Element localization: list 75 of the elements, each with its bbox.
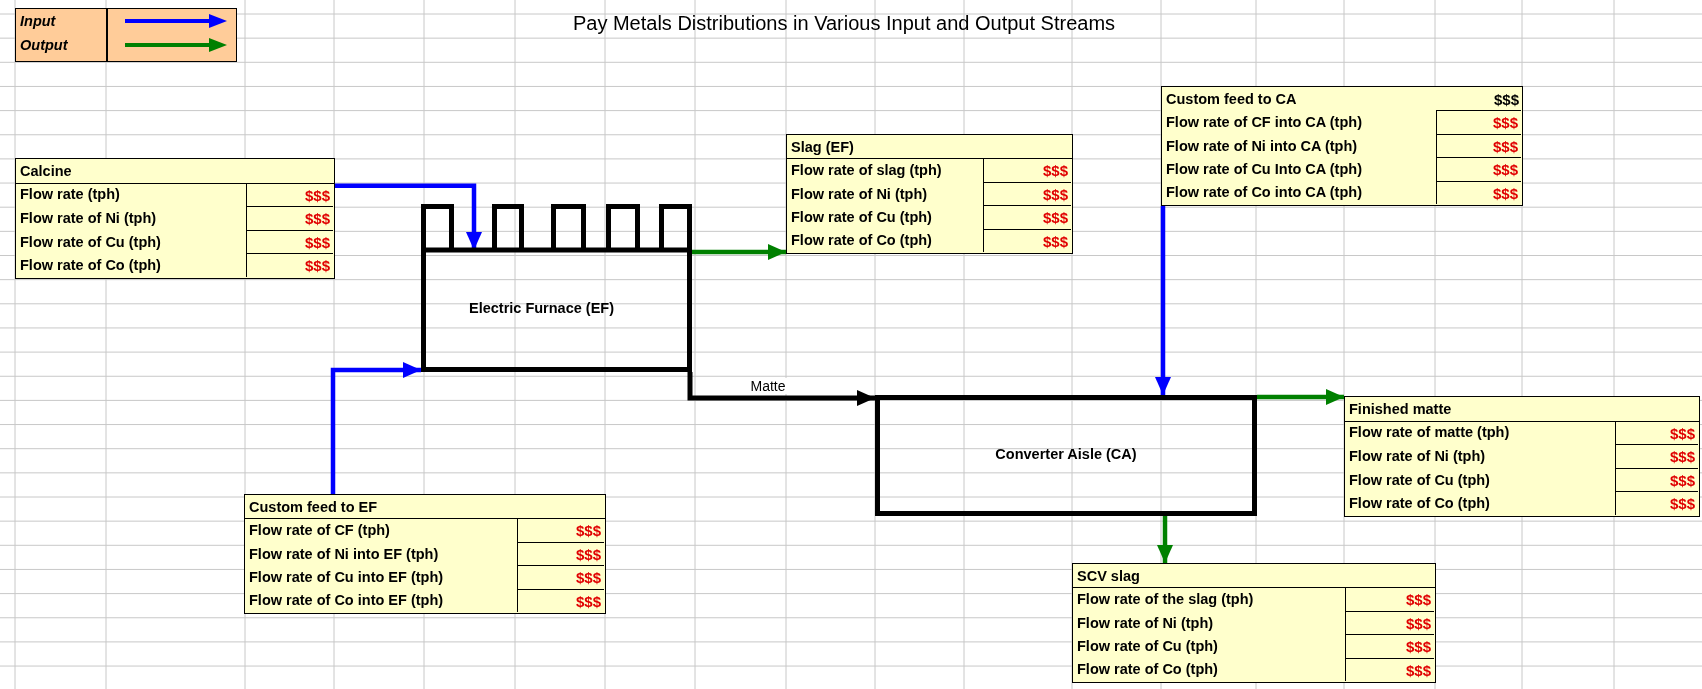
row-label: Flow rate of Ni (tph)	[791, 186, 928, 201]
arrow	[335, 183, 482, 250]
row-label: Flow rate of CF into CA (tph)	[1166, 115, 1362, 130]
row-label: Flow rate of Cu (tph)	[1077, 638, 1218, 654]
value-cell: $$$	[246, 229, 333, 254]
diagram-title: Pay Metals Distributions in Various Input and Output Streams	[572, 12, 1116, 34]
process-box	[875, 395, 1257, 516]
row-label: Flow rate of the slag (tph)	[1077, 592, 1254, 607]
value-cell: $$$	[1615, 420, 1698, 445]
table-heading: Slag (EF)	[791, 139, 854, 155]
data-table	[15, 158, 335, 279]
arrow	[1257, 389, 1344, 405]
arrow	[1157, 516, 1173, 563]
table-heading: Custom feed to CA	[1166, 91, 1297, 107]
value-cell: $$$	[246, 182, 333, 207]
value-cell: $$$	[517, 518, 604, 542]
value-cell: $$$	[246, 206, 333, 230]
value-cell: $$$	[983, 181, 1071, 206]
data-table	[1072, 563, 1436, 683]
row-label: Flow rate of Co into CA (tph)	[1166, 185, 1362, 200]
process-label: Converter Aisle (CA)	[994, 446, 1138, 461]
row-label: Flow rate of Cu (tph)	[1349, 472, 1490, 488]
table-heading: Custom feed to EF	[249, 499, 378, 515]
row-label: Flow rate of Cu (tph)	[791, 209, 932, 225]
row-label: Flow rate of CF (tph)	[249, 523, 390, 538]
value-cell: $$$	[983, 228, 1071, 252]
legend-text: Input	[20, 13, 56, 29]
row-label: Flow rate of Co (tph)	[20, 258, 161, 273]
arrow	[1155, 206, 1171, 395]
table-heading: SCV slag	[1077, 568, 1140, 584]
arrow	[687, 372, 875, 406]
value-cell: $$$	[1345, 634, 1434, 658]
value-cell: $$$	[1615, 467, 1698, 492]
value-cell: $$$	[983, 158, 1071, 182]
value-cell: $$$	[1615, 491, 1698, 515]
value-cell: $$$	[1345, 587, 1434, 611]
value-cell: $$$	[1436, 133, 1521, 158]
value-cell: $$$	[517, 588, 604, 612]
row-label: Flow rate of Co (tph)	[1077, 662, 1218, 677]
row-label: Flow rate of Ni (tph)	[1349, 449, 1486, 464]
value-cell: $$$	[1436, 157, 1521, 181]
row-label: Flow rate of Cu (tph)	[20, 234, 161, 250]
legend-text: Output	[20, 37, 68, 53]
value-cell: $$$	[1345, 657, 1434, 681]
row-label: Flow rate of Cu Into CA (tph)	[1166, 161, 1362, 177]
row-label: Flow rate of Co (tph)	[1349, 496, 1490, 511]
data-table	[1344, 396, 1700, 517]
edge-label: Matte	[748, 378, 788, 394]
arrow	[330, 362, 421, 494]
process-label: Electric Furnace (EF)	[467, 301, 615, 316]
value-text: $$$	[1493, 91, 1519, 107]
value-cell: $$$	[517, 565, 604, 589]
row-label: Flow rate of Co into EF (tph)	[249, 593, 444, 608]
value-cell: $$$	[1345, 610, 1434, 635]
row-label: Flow rate of Cu into EF (tph)	[249, 569, 444, 585]
row-label: Flow rate of Ni into CA (tph)	[1166, 138, 1358, 153]
row-label: Flow rate of Ni (tph)	[20, 211, 157, 226]
value-cell: $$$	[1436, 110, 1521, 134]
value-cell: $$$	[1436, 180, 1521, 204]
data-table	[786, 134, 1073, 254]
row-label: Flow rate of Ni into EF (tph)	[249, 546, 439, 561]
row-label: Flow rate of matte (tph)	[1349, 425, 1510, 440]
value-cell: $$$	[246, 253, 333, 277]
arrow	[692, 244, 786, 260]
row-label: Flow rate of Ni (tph)	[1077, 615, 1214, 630]
table-heading: Calcine	[20, 163, 72, 179]
value-cell: $$$	[517, 541, 604, 566]
data-table	[1161, 86, 1523, 206]
value-cell: $$$	[1615, 444, 1698, 468]
row-label: Flow rate of Co (tph)	[791, 233, 932, 248]
value-cell: $$$	[983, 205, 1071, 229]
table-heading: Finished matte	[1349, 401, 1452, 417]
row-label: Flow rate (tph)	[20, 187, 120, 202]
row-label: Flow rate of slag (tph)	[791, 163, 942, 178]
data-table	[244, 494, 606, 614]
